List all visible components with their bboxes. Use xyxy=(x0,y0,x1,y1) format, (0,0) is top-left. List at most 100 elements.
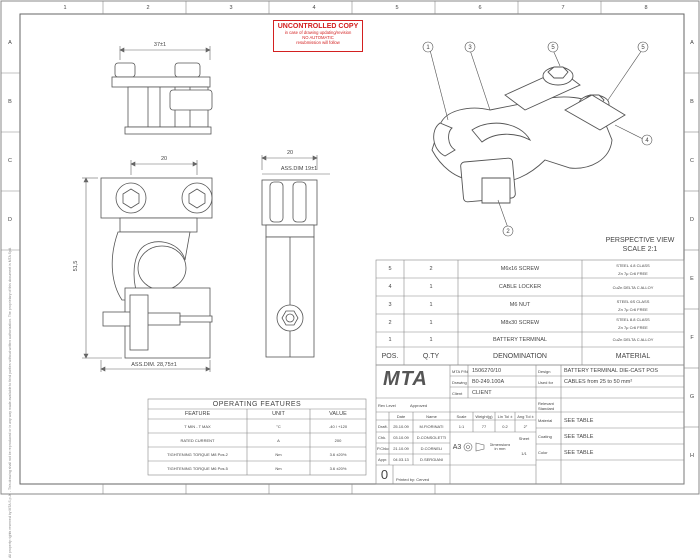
projection-symbol xyxy=(463,442,485,452)
part-material-2: Zn 7μ Cr6 FREE xyxy=(618,324,648,330)
stamp-line-3: resubmission will follow xyxy=(296,40,340,45)
part-material-1: STEEL 4.8 CLASS xyxy=(616,262,650,268)
relevant-value xyxy=(564,399,682,412)
color-label: Color xyxy=(538,450,548,455)
perspective-title: PERSPECTIVE VIEW xyxy=(605,237,675,244)
approved-label: Approved xyxy=(410,403,428,408)
title-block-grid xyxy=(375,364,685,485)
used-label: Used for xyxy=(538,379,554,385)
proprietary-side-note: All property rights reserved by MTA S.p.… xyxy=(8,247,12,558)
header-qty: Q.TY xyxy=(422,352,440,360)
lin-tol-header: Lin Tol ± xyxy=(497,413,513,419)
material-value: SEE TABLE xyxy=(564,417,594,424)
grid-row-a: A xyxy=(8,40,12,46)
drawing-label: Drawing N° xyxy=(452,379,468,385)
rev-level-label: Rev Level xyxy=(378,403,396,408)
part-denomination: M6x16 SCREW xyxy=(500,266,540,272)
weight-value: 77 xyxy=(481,423,487,429)
people-date: 21.10.09 xyxy=(393,446,409,451)
grid-col-1: 1 xyxy=(63,5,67,11)
grid-row-h-right: H xyxy=(690,453,694,459)
dim-side-20: 20 xyxy=(286,150,294,156)
grid-row-e-right: E xyxy=(690,276,694,282)
features-header-feature: FEATURE xyxy=(184,411,211,417)
people-name: D.SERGIANI xyxy=(419,457,444,462)
part-denomination: CABLE LOCKER xyxy=(498,284,542,290)
grid-col-2: 2 xyxy=(146,5,150,11)
part-material-1: STEEL 6S CLASS xyxy=(616,298,650,304)
rev-value: 0 xyxy=(380,466,389,482)
balloon-6-text: 2 xyxy=(506,229,510,235)
people-role: Draft. xyxy=(378,423,388,429)
part-qty: 1 xyxy=(429,302,433,308)
dim-height: 51,5 xyxy=(73,260,79,272)
people-date: 03.10.09 xyxy=(393,435,409,440)
features-header-unit: UNIT xyxy=(272,411,285,417)
people-header-date: Date xyxy=(396,413,406,419)
ang-tol-header: Ang Tol ± xyxy=(517,413,534,419)
balloon-1-text: 1 xyxy=(426,45,430,51)
part-pos: 1 xyxy=(388,336,392,343)
stamp-title: UNCONTROLLED COPY xyxy=(277,23,359,30)
parts-list-grid xyxy=(375,259,685,366)
grid-row-c-right: C xyxy=(690,158,694,164)
grid-row-d-right: D xyxy=(690,217,694,223)
sheet-value: 1/1 xyxy=(521,450,527,456)
part-pos: 5 xyxy=(388,266,392,272)
people-role: P.Chkd. xyxy=(377,446,389,451)
grid-row-c: C xyxy=(8,158,12,164)
printed-by: Printed by: Cerved xyxy=(396,477,430,482)
people-role: Chk. xyxy=(378,435,387,440)
feature-name: TIGHTENING TORQUE M6 Pos.5 xyxy=(167,465,228,471)
uncontrolled-copy-stamp: UNCONTROLLED COPY in case of drawing upd… xyxy=(273,20,363,52)
balloon-5-text: 4 xyxy=(645,138,649,144)
feature-unit: A xyxy=(277,437,280,443)
client-value: CLIENT xyxy=(472,390,492,396)
ang-tol-value: 2° xyxy=(523,423,528,429)
stamp-line-1: in case of drawing updating/revision xyxy=(284,30,352,35)
part-denomination: BATTERY TERMINAL xyxy=(493,336,547,343)
part-material-1: CuZn DELTA C ALLOY xyxy=(612,284,654,290)
part-material-1: STEEL 8.8 CLASS xyxy=(616,316,650,322)
company-logo: MTA xyxy=(383,368,428,390)
features-grid xyxy=(147,398,367,476)
header-material: MATERIAL xyxy=(615,352,651,360)
dim-top-width: 37±1 xyxy=(153,42,167,48)
people-date: 25.10.09 xyxy=(393,423,409,429)
people-name: D.CORNELI xyxy=(420,446,443,451)
feature-unit: °C xyxy=(276,423,281,429)
scale-value: 1:1 xyxy=(458,423,465,429)
part-pos: 4 xyxy=(388,284,392,290)
drawing-canvas: 1 3 5 5 4 2 xyxy=(0,0,700,495)
people-name: M.FIORINATI xyxy=(419,423,444,429)
design-value: BATTERY TERMINAL DIE-CAST POS xyxy=(564,368,659,374)
features-title: OPERATING FEATURES xyxy=(212,400,302,408)
sheet-label: Sheet xyxy=(518,435,530,441)
perspective-view xyxy=(431,66,626,204)
grid-row-f-right: F xyxy=(690,335,694,341)
feature-name: RATED CURRENT xyxy=(180,437,215,443)
header-denomination: DENOMINATION xyxy=(493,352,547,360)
header-pos: POS. xyxy=(381,352,399,360)
dim-unit: Dimensions in mm xyxy=(490,442,510,451)
people-role: Appr. xyxy=(378,457,388,462)
part-qty: 1 xyxy=(429,336,433,343)
relevant-label: Relevant Standard xyxy=(538,400,555,411)
part-pos: 2 xyxy=(388,320,392,326)
balloon-2-text: 3 xyxy=(468,45,472,51)
feature-value: -40 / +120 xyxy=(328,423,348,429)
grid-col-8: 8 xyxy=(644,5,648,11)
dim-ass-28: ASS.DIM. 28,75±1 xyxy=(131,362,177,368)
lin-tol-value: 0.2 xyxy=(502,423,508,429)
design-label: Design xyxy=(538,368,551,374)
feature-unit: Nm xyxy=(275,465,282,471)
grid-col-4: 4 xyxy=(312,5,316,11)
client-label: Client xyxy=(452,390,463,396)
weight-header: Weight(g) xyxy=(475,413,493,419)
coating-label: Coating xyxy=(538,434,552,439)
feature-unit: Nm xyxy=(275,451,282,457)
part-material-1: CuZn DELTA C ALLOY xyxy=(612,337,654,342)
material-label: Material xyxy=(538,418,553,423)
grid-row-g-right: G xyxy=(689,394,695,400)
